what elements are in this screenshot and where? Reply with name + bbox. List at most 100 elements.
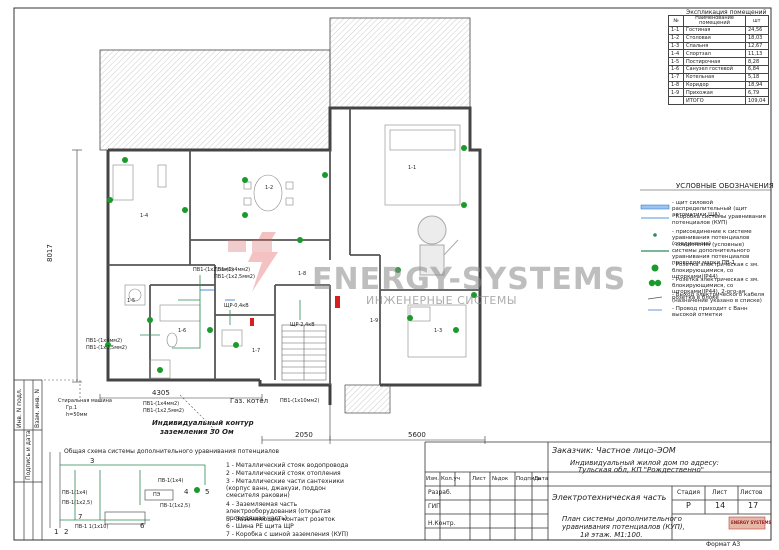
ground-note-2: заземления 30 Ом: [160, 428, 234, 436]
room-num: 1-8: [668, 80, 684, 90]
room-area: 18,03: [745, 33, 769, 43]
scheme-wire-d: ПВ-1(1х2,5): [160, 503, 191, 509]
room-label-1-2: 1-2: [265, 185, 274, 191]
scheme-label-6: 6: [140, 522, 145, 530]
room-num: 1-3: [668, 41, 684, 51]
tb-stage-label: Стадия: [677, 489, 701, 496]
room-name: Прихожая: [683, 88, 746, 98]
scheme-wire-b: ПВ-1(1х2,5): [62, 500, 93, 506]
tb-header: Кол.уч: [441, 476, 461, 482]
tb-format: Формат А3: [706, 541, 741, 548]
room-name: Спортзал: [683, 49, 746, 59]
wire-label: ПВ1-(1х10мм2): [280, 398, 320, 404]
room-area: 8,28: [745, 57, 769, 66]
room-label-1-8: 1-8: [298, 271, 307, 277]
room-col-area: шт: [745, 15, 769, 27]
room-total-value: 109,04: [745, 96, 769, 105]
dim-mid: 2050: [295, 431, 313, 439]
customer: Заказчик: Частное лицо: [552, 446, 654, 455]
room-name: Санузел гостевой: [683, 64, 746, 74]
room-label-1-4: 1-4: [140, 213, 149, 219]
washer-sub: Гр.1: [66, 405, 77, 411]
gas-boiler-label: Газ. котел: [230, 397, 269, 405]
room-table-title: Экспликация помещений: [686, 9, 767, 16]
tb-sheets-label: Листов: [740, 489, 763, 496]
object-line-1: Индивидуальный жилой дом по адресу:: [570, 459, 719, 467]
tb-header: Изм.: [426, 476, 439, 482]
tb-logo: ENERGY SYSTEMS: [731, 520, 772, 525]
scheme-label-ups: ПЭ: [153, 492, 161, 498]
scheme-title: Общая схема системы дополнительного урав…: [64, 448, 280, 455]
scheme-label-5: 5: [205, 488, 210, 496]
ground-note-1: Индивидуальный контур: [152, 419, 254, 427]
side-stamp-inv: Инв. N подл.: [16, 388, 23, 428]
tb-header: Дата: [534, 476, 549, 482]
room-area: 11,13: [745, 49, 769, 59]
room-name: Коридор: [683, 80, 746, 90]
washer-h: h=50мм: [66, 412, 88, 418]
room-num: 1-9: [668, 88, 684, 98]
scheme-wire-a: ПВ-1(1х4): [62, 490, 88, 496]
scheme-label-7: 7: [78, 513, 83, 521]
legend-item-shield: - щит силовой распределительный (щит авт…: [672, 200, 748, 218]
legend-item-box: - Коробка системы уравнивания потенциало…: [672, 214, 766, 226]
object-line-2: Тульская обл, КП "Рождественно": [578, 466, 704, 474]
wire-label: ПВ1-(1х2,5мм2): [143, 408, 184, 414]
watermark-brand: ENERGY-SYSTEMS: [312, 262, 627, 297]
room-num: 1-1: [668, 26, 684, 35]
room-label-1-7: 1-7: [252, 348, 261, 354]
room-num: 1-6: [668, 64, 684, 74]
legend-item-socket: - Розетка электрическая с зм. блокирующи…: [672, 262, 759, 280]
legend-item-high-wire: - Провод приходит с Ванн высокой отметки: [672, 306, 748, 318]
room-area: 6,79: [745, 88, 769, 98]
dim-right: 5600: [408, 431, 426, 439]
shield-label-b: ЩР-0,4кВ: [224, 303, 249, 309]
wire-label: ПВ1-(1х2,5мм2): [193, 267, 234, 273]
dim-height: 8017: [46, 244, 54, 262]
tb-header: Лист: [472, 476, 486, 482]
legend-title: УСЛОВНЫЕ ОБОЗНАЧЕНИЯ: [676, 182, 774, 190]
side-stamp-sign: Подпись и дата: [25, 430, 32, 480]
room-total-blank: [668, 96, 684, 105]
legend-item-double-socket: - Розетка электрическая с зм. блокирующи…: [672, 277, 759, 301]
room-name: Постирочная: [683, 57, 746, 66]
room-col-name: Наименование помещений: [683, 15, 746, 27]
room-label-1-1: 1-1: [408, 165, 417, 171]
scheme-item-1: 1 - Металлический стояк водопровода: [226, 462, 349, 469]
room-label-1-9: 1-9: [370, 318, 379, 324]
room-num: 1-5: [668, 57, 684, 66]
wire-label: ПВ1-(1х4мм2): [86, 338, 123, 344]
wire-label: ПВ1-(1х2,5мм2): [86, 345, 127, 351]
washer-label: Стиральная машина: [58, 398, 112, 404]
room-name: Столовая: [683, 33, 746, 43]
legend-item-cable-exit: - Выход электрического кабеля (назначени…: [672, 292, 765, 304]
tb-sheets: 17: [748, 501, 759, 510]
shield-label-a: ЩР-2,4кВ: [290, 322, 315, 328]
scheme-item-3: 3 - Металлические части сантехники (корп…: [226, 478, 344, 499]
room-area: 5,18: [745, 72, 769, 82]
room-num: 1-4: [668, 49, 684, 59]
scheme-label-4: 4: [184, 488, 189, 496]
room-name: Спальня: [683, 41, 746, 51]
tb-gip: ГИП: [428, 503, 441, 510]
tb-header: Подпись: [516, 476, 541, 482]
room-area: 12,67: [745, 41, 769, 51]
scheme-label-1: 1: [54, 528, 59, 536]
scheme-label-3: 3: [90, 457, 95, 465]
side-stamp-replace: Взам. инв. N: [34, 389, 41, 428]
watermark-tagline: ИНЖЕНЕРНЫЕ СИСТЕМЫ: [366, 294, 518, 307]
legend-item-connection: - присоединение к системе уравнивания по…: [672, 229, 752, 247]
room-label-1-3: 1-3: [434, 328, 443, 334]
scheme-wire-e: ПВ-1 1(1х10): [75, 524, 109, 530]
scheme-item-5: 5 - Заземляющий контакт розеток: [226, 516, 336, 523]
room-total-label: ИТОГО: [683, 96, 746, 105]
